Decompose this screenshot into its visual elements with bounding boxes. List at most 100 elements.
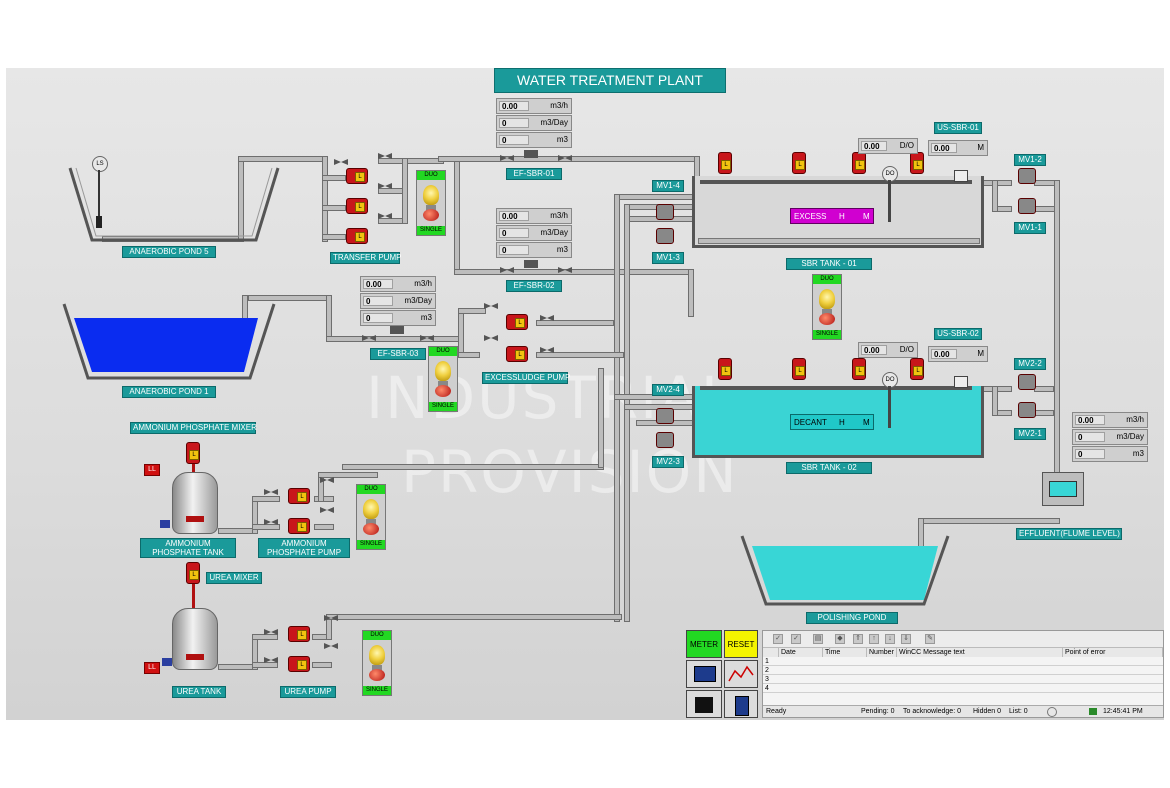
mv2-4-label: MV2-4 [652, 384, 684, 396]
column-header-time[interactable]: Time [823, 648, 867, 657]
column-header-message-text[interactable]: WinCC Message text [897, 648, 1063, 657]
motor-valve-mv1-3[interactable] [656, 228, 674, 244]
trend-chart-icon[interactable] [724, 660, 758, 688]
column-header-date[interactable]: Date [779, 648, 823, 657]
row-number-header [763, 648, 779, 657]
motor-valve-mv2-2[interactable] [1018, 374, 1036, 390]
motor-valve-mv2-4[interactable] [656, 408, 674, 424]
urea-tank-label: UREA TANK [172, 686, 226, 698]
excess-sludge-pump-1[interactable]: L [506, 314, 528, 330]
flow-transmitter-01-icon [524, 150, 538, 158]
aeration-header-01 [700, 180, 972, 184]
table-row[interactable]: 3 [763, 675, 1163, 684]
transfer-pump-1[interactable]: L [346, 168, 368, 184]
message-toolbar: ✓ ✓ ▤ ◆ ⇑ ↑ ↓ ⇓ ✎ [763, 631, 1163, 648]
blower-sbr01-3[interactable]: L [852, 152, 866, 174]
first-message-icon[interactable]: ⇑ [853, 634, 863, 644]
excess-sludge-pump-2[interactable]: L [506, 346, 528, 362]
exit-door-icon[interactable] [724, 690, 758, 718]
ammonium-pump-1[interactable]: L [288, 488, 310, 504]
blower-sbr01-4[interactable]: L [910, 152, 924, 174]
blower-sbr02-1[interactable]: L [718, 358, 732, 380]
transfer-pump-2[interactable]: L [346, 198, 368, 214]
acknowledge-icon[interactable]: ✓ [773, 634, 783, 644]
bulb-icon [1047, 707, 1057, 717]
hide-message-icon[interactable]: ✎ [925, 634, 935, 644]
valve[interactable] [264, 628, 278, 637]
low-level-indicator-urea: LL [144, 662, 160, 674]
valve[interactable] [378, 152, 392, 161]
blower-sbr02-4[interactable]: L [910, 358, 924, 380]
blower-sbr01-1[interactable]: L [718, 152, 732, 174]
ammonium-pump-2[interactable]: L [288, 518, 310, 534]
filter-icon[interactable]: ◆ [835, 634, 845, 644]
table-row[interactable]: 1 [763, 657, 1163, 666]
valve[interactable] [334, 158, 348, 167]
valve[interactable] [540, 314, 554, 323]
valve[interactable] [484, 302, 498, 311]
group-acknowledge-icon[interactable]: ✓ [791, 634, 801, 644]
pipe [322, 205, 346, 211]
valve[interactable] [264, 656, 278, 665]
valve[interactable] [500, 266, 514, 275]
valve[interactable] [264, 518, 278, 527]
pipe [458, 352, 480, 358]
mv1-3-label: MV1-3 [652, 252, 684, 264]
valve[interactable] [264, 488, 278, 497]
last-message-icon[interactable]: ⇓ [901, 634, 911, 644]
pipe [920, 518, 1060, 524]
ultrasonic-sensor-02-icon [954, 376, 968, 388]
blower-sbr02-3[interactable]: L [852, 358, 866, 380]
transfer-pump-3[interactable]: L [346, 228, 368, 244]
valve[interactable] [540, 346, 554, 355]
pipe [314, 524, 334, 530]
blower-sbr01-2[interactable]: L [792, 152, 806, 174]
valve[interactable] [378, 212, 392, 221]
monitor-icon[interactable] [686, 660, 722, 688]
reset-button[interactable]: RESET [724, 630, 758, 658]
level-switch-probe [98, 170, 100, 218]
motor-valve-mv2-3[interactable] [656, 432, 674, 448]
excess-sludge-pump-label: EXCESSLUDGE PUMP [482, 372, 570, 384]
valve[interactable] [500, 154, 514, 163]
machine-icon[interactable] [686, 690, 722, 718]
valve[interactable] [420, 334, 434, 343]
mv1-2-label: MV1-2 [1014, 154, 1046, 166]
print-icon[interactable]: ▤ [813, 634, 823, 644]
valve[interactable] [324, 642, 338, 651]
urea-pump-1[interactable]: L [288, 626, 310, 642]
pipe [322, 234, 346, 240]
column-header-number[interactable]: Number [867, 648, 897, 657]
motor-valve-mv2-1[interactable] [1018, 402, 1036, 418]
urea-pump-2[interactable]: L [288, 656, 310, 672]
valve[interactable] [320, 506, 334, 515]
motor-valve-mv1-1[interactable] [1018, 198, 1036, 214]
meter-button[interactable]: METER [686, 630, 722, 658]
urea-mixer-motor[interactable]: L [186, 562, 200, 584]
next-message-icon[interactable]: ↓ [885, 634, 895, 644]
prev-message-icon[interactable]: ↑ [869, 634, 879, 644]
ammonium-mixer-motor[interactable]: L [186, 442, 200, 464]
pipe [614, 194, 694, 200]
network-icon [1089, 708, 1097, 715]
column-header-point-of-error[interactable]: Point of error [1063, 648, 1163, 657]
valve[interactable] [558, 266, 572, 275]
valve[interactable] [324, 614, 338, 623]
pipe [598, 368, 604, 468]
valve[interactable] [558, 154, 572, 163]
ammonium-phosphate-tank [172, 472, 218, 534]
table-row[interactable]: 4 [763, 684, 1163, 693]
motor-valve-mv1-2[interactable] [1018, 168, 1036, 184]
valve[interactable] [378, 182, 392, 191]
table-row[interactable]: 2 [763, 666, 1163, 675]
motor-valve-mv1-4[interactable] [656, 204, 674, 220]
valve[interactable] [320, 476, 334, 485]
valve[interactable] [484, 334, 498, 343]
valve[interactable] [362, 334, 376, 343]
blower-sbr02-2[interactable]: L [792, 358, 806, 380]
